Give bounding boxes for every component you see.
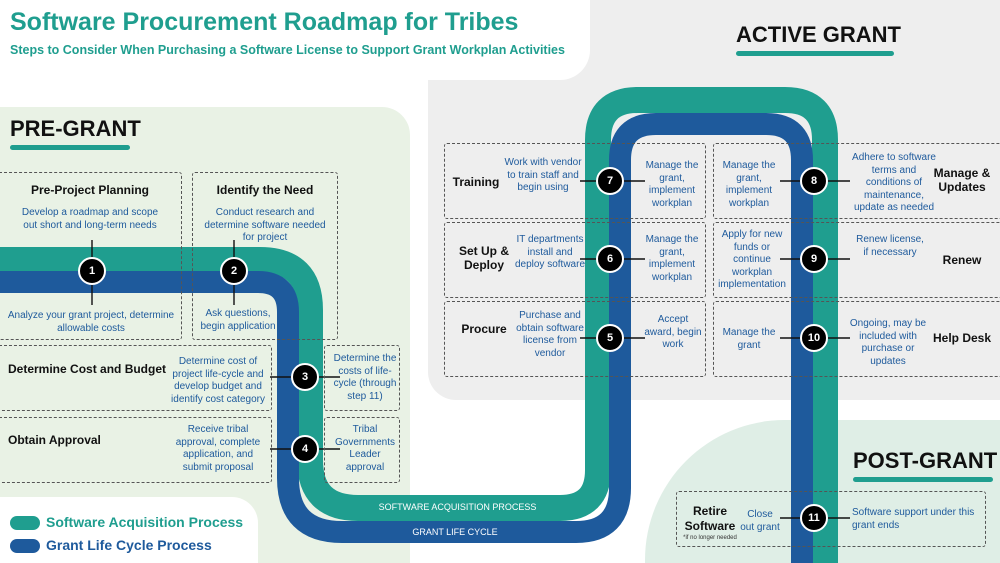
cost-budget-left-text: Determine cost of project life-cycle and… — [171, 356, 265, 405]
grant-life-cycle-pipe — [0, 113, 813, 563]
renew-box — [713, 222, 1000, 298]
training-box — [444, 143, 706, 219]
retire-note: *if no longer needed — [683, 535, 737, 541]
pre-grant-heading: PRE-GRANT — [10, 116, 141, 141]
approval-box — [0, 417, 272, 483]
approval-right-text: Tribal Governments Leader approval — [334, 424, 396, 473]
retire-title: Retire Software — [684, 504, 736, 533]
identify-need-top-text: Conduct research and determine software … — [204, 207, 326, 243]
step-1-marker: 1 — [78, 257, 106, 285]
step-4-marker: 4 — [291, 435, 319, 463]
pre-project-planning-top-text: Develop a roadmap and scope out short an… — [21, 207, 159, 231]
software-acquisition-pipe — [0, 87, 838, 563]
page-subtitle: Steps to Consider When Purchasing a Soft… — [10, 43, 565, 57]
procure-right-text: Accept award, begin work — [644, 314, 702, 350]
post-grant-heading: POST-GRANT — [853, 448, 998, 473]
page-title: Software Procurement Roadmap for Tribes — [10, 8, 519, 36]
legend-grant-life-cycle-label: Grant Life Cycle Process — [46, 537, 212, 553]
post-grant-underline — [853, 477, 993, 482]
identify-need-title: Identify the Need — [216, 183, 314, 197]
active-grant-underline — [736, 51, 894, 56]
help-desk-left-text: Manage the grant — [722, 327, 776, 351]
retire-right-text: Software support under this grant ends — [852, 507, 975, 531]
help-desk-title: Help Desk — [932, 331, 992, 345]
pre-project-planning-box — [0, 172, 182, 340]
legend-software-acquisition-label: Software Acquisition Process — [46, 514, 244, 530]
retire-left-text: Close out grant — [740, 509, 780, 533]
legend-grant-life-cycle-swatch — [10, 539, 40, 553]
training-title: Training — [452, 175, 500, 189]
pre-project-planning-bottom-text: Analyze your grant project, determine al… — [7, 310, 175, 334]
step-7-marker: 7 — [596, 167, 624, 195]
help-desk-box — [713, 301, 1000, 377]
retire-box — [676, 491, 986, 547]
procure-box — [444, 301, 706, 377]
procure-left-text: Purchase and obtain software license fro… — [516, 310, 584, 359]
help-desk-right-text: Ongoing, may be included with purchase o… — [849, 318, 927, 367]
setup-box — [444, 222, 706, 298]
step-6-marker: 6 — [596, 245, 624, 273]
setup-right-text: Manage the grant, implement workplan — [645, 234, 699, 283]
cost-budget-box — [0, 345, 272, 411]
legend-background — [0, 497, 258, 563]
step-3-marker: 3 — [291, 363, 319, 391]
software-acquisition-pipe-label: SOFTWARE ACQUISITION PROCESS — [378, 502, 537, 512]
cost-budget-right-box — [324, 345, 400, 411]
step-10-marker: 10 — [800, 324, 828, 352]
pre-project-planning-title: Pre-Project Planning — [30, 183, 150, 197]
manage-right-text: Adhere to software terms and conditions … — [852, 152, 936, 213]
cost-budget-right-text: Determine the costs of life-cycle (throu… — [333, 353, 397, 402]
identify-need-bottom-text: Ask questions, begin application — [200, 308, 276, 332]
approval-left-text: Receive tribal approval, complete applic… — [175, 424, 261, 473]
renew-title: Renew — [942, 253, 982, 267]
approval-right-box — [324, 417, 400, 483]
manage-left-text: Manage the grant, implement workplan — [722, 160, 776, 209]
approval-title: Obtain Approval — [8, 433, 101, 447]
cost-budget-title: Determine Cost and Budget — [8, 362, 167, 376]
procure-title: Procure — [461, 322, 507, 336]
manage-title: Manage & Updates — [933, 166, 991, 194]
step-5-marker: 5 — [596, 324, 624, 352]
legend-software-acquisition-swatch — [10, 516, 40, 530]
training-right-text: Manage the grant, implement workplan — [645, 160, 699, 209]
pre-grant-background — [0, 107, 410, 563]
renew-left-text: Apply for new funds or continue workplan… — [718, 229, 786, 290]
step-9-marker: 9 — [800, 245, 828, 273]
renew-right-text: Renew license, if necessary — [856, 234, 924, 258]
step-8-marker: 8 — [800, 167, 828, 195]
pre-grant-underline — [10, 145, 130, 150]
active-grant-heading: ACTIVE GRANT — [736, 22, 901, 47]
setup-title: Set Up & Deploy — [458, 244, 509, 272]
setup-left-text: IT departments install and deploy softwa… — [514, 234, 586, 270]
manage-box — [713, 143, 1000, 219]
training-left-text: Work with vendor to train staff and begi… — [504, 157, 582, 193]
step-2-marker: 2 — [220, 257, 248, 285]
identify-need-box — [192, 172, 338, 340]
step-11-marker: 11 — [800, 504, 828, 532]
grant-life-cycle-pipe-label: GRANT LIFE CYCLE — [412, 527, 498, 537]
header-background — [0, 0, 590, 80]
